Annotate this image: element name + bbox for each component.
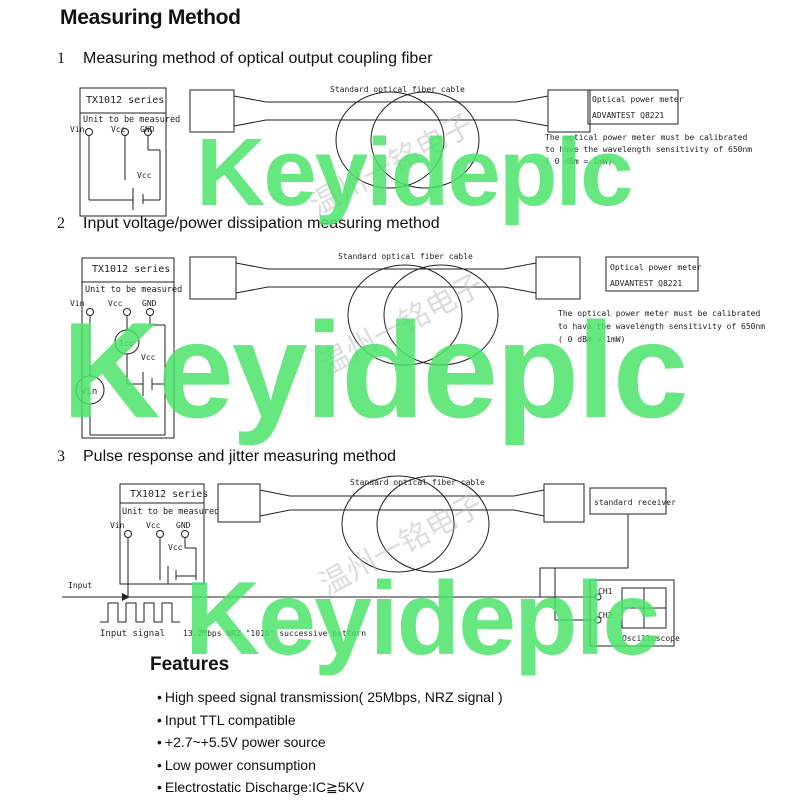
pin-vcc: Vcc (108, 299, 123, 308)
pin-vin: Vin (70, 125, 85, 134)
diagram-1: TX1012 series Unit to be measured Vin Vc… (70, 85, 752, 217)
channel-2-label: CH2 (598, 611, 613, 620)
section-number: 2 (57, 215, 65, 232)
device-model: TX1012 series (92, 264, 170, 275)
section-1-heading: 1 Measuring method of optical output coup… (57, 50, 433, 68)
features-title: Features (150, 654, 230, 675)
device-model: TX1012 series (86, 95, 164, 106)
device-unit-label: Unit to be measured (122, 507, 219, 517)
calibration-note-1: The optical power meter must be calibrat… (558, 309, 760, 318)
calibration-note-3: ( 0 dBm = 1mW) (545, 157, 612, 166)
meter-name: Optical power meter (610, 263, 702, 272)
pin-gnd: GND (140, 125, 155, 134)
device-unit-label: Unit to be measured (83, 115, 180, 125)
device-model: TX1012 series (130, 489, 208, 500)
meter-model: ADVANTEST Q8221 (610, 279, 682, 288)
feature-item: Electrostatic Discharge:IC≧5KV (157, 776, 503, 799)
device-unit-label: Unit to be measured (85, 285, 182, 295)
vcc-label: Vcc (168, 543, 183, 552)
section-number: 1 (57, 50, 65, 67)
pin-gnd: GND (176, 521, 191, 530)
calibration-note-1: The optical power meter must be calibrat… (545, 133, 747, 142)
pin-vcc: Vcc (111, 125, 126, 134)
diagram-3: TX1012 series Unit to be measured Vin Vc… (62, 475, 680, 647)
feature-item: Low power consumption (157, 754, 503, 777)
feature-item: Input TTL compatible (157, 709, 503, 732)
receiver-label: standard receiver (594, 498, 676, 507)
pin-vin: Vin (70, 299, 85, 308)
feature-item: +2.7~+5.5V power source (157, 731, 503, 754)
pin-gnd: GND (142, 299, 157, 308)
cable-label: Standard optical fiber cable (338, 252, 473, 261)
meter-name: Optical power meter (592, 95, 684, 104)
cable-label: Standard optical fiber cable (330, 85, 465, 94)
calibration-note-2: to have the wavelength sensitivity of 65… (545, 145, 752, 154)
vcc-label: Vcc (137, 171, 152, 180)
feature-item: High speed signal transmission( 25Mbps, … (157, 686, 503, 709)
section-title: Input voltage/power dissipation measurin… (83, 215, 440, 232)
cable-label: Standard optical fiber cable (350, 478, 485, 487)
pattern-label: 13.2Mbps NRZ "1010" successive pattern (183, 629, 366, 638)
section-2-heading: 2 Input voltage/power dissipation measuri… (57, 215, 440, 233)
icc-meter-label: Icc (119, 339, 134, 348)
diagram-2: TX1012 series Unit to be measured Vin Vc… (70, 252, 765, 439)
section-3-heading: 3 Pulse response and jitter measuring met… (57, 448, 396, 466)
vcc-label: Vcc (141, 353, 156, 362)
input-label: Input (68, 581, 92, 590)
channel-1-label: CH1 (598, 587, 613, 596)
section-number: 3 (57, 448, 65, 465)
meter-model: ADVANTEST Q8221 (592, 111, 664, 120)
pin-vin: Vin (110, 521, 125, 530)
section-title: Pulse response and jitter measuring meth… (83, 448, 397, 465)
input-signal-label: Input signal (100, 629, 165, 639)
calibration-note-3: ( 0 dBm = 1mW) (558, 335, 625, 344)
pin-vcc: Vcc (146, 521, 161, 530)
oscilloscope-label: Oscilloscope (622, 634, 680, 643)
section-title: Measuring method of optical output coupl… (83, 50, 433, 67)
vin-meter-label: Vin (81, 387, 97, 397)
page-title: Measuring Method (60, 6, 241, 29)
calibration-note-2: to have the wavelength sensitivity of 65… (558, 322, 765, 331)
features-list: High speed signal transmission( 25Mbps, … (157, 686, 503, 799)
